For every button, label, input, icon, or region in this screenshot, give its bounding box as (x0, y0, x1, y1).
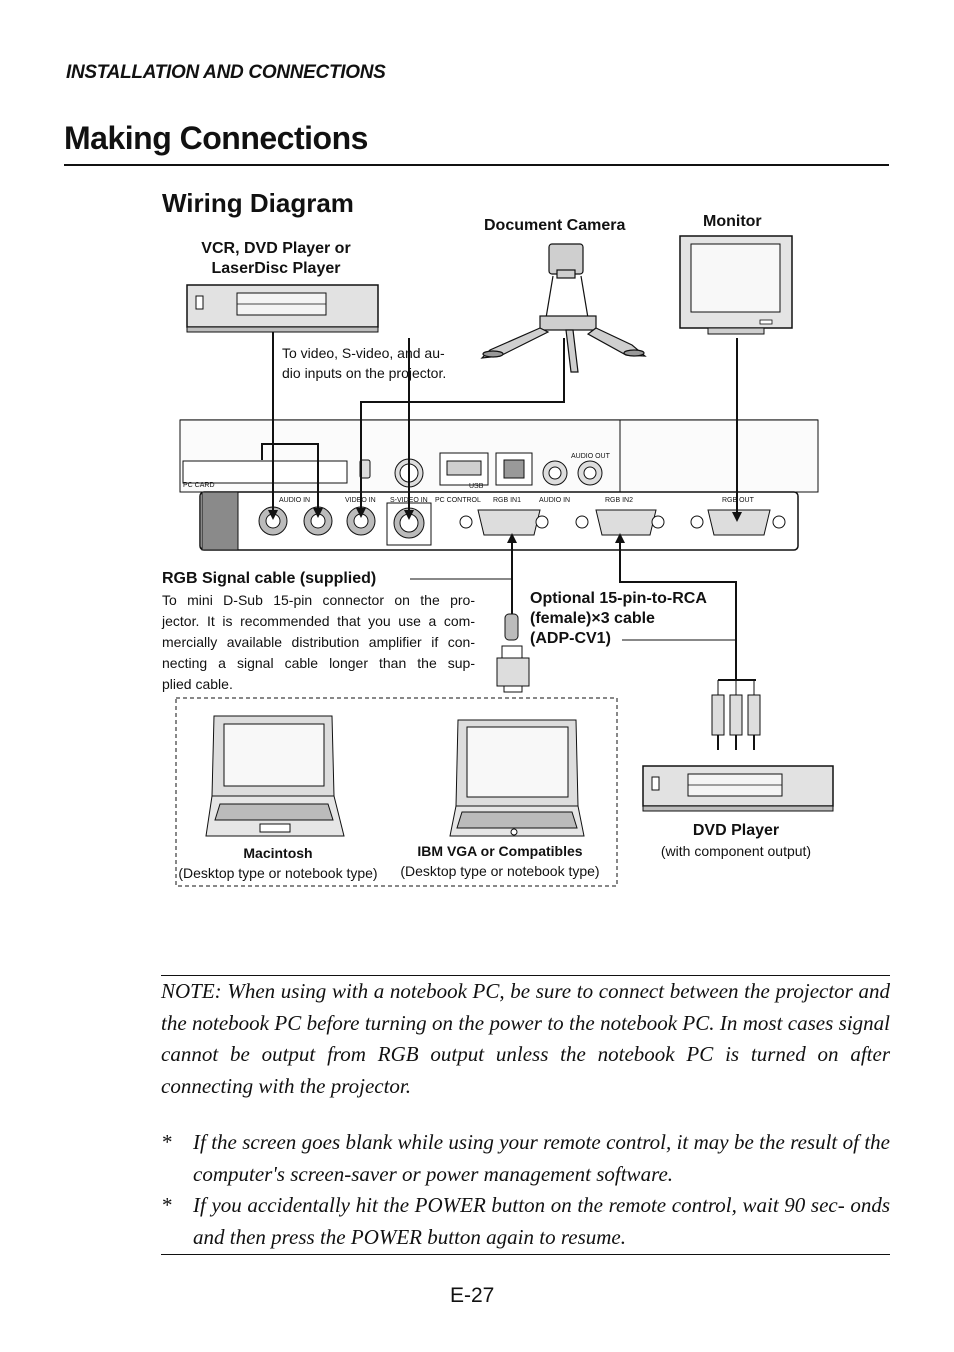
macintosh-notebook-icon (205, 715, 345, 837)
section-label: INSTALLATION AND CONNECTIONS (66, 62, 386, 83)
rgb-cable-text-line4: necting a signal cable longer than the s… (162, 655, 475, 671)
rgb-cable-plug-icon (496, 613, 530, 693)
port-label-rgb-in2: RGB IN2 (605, 497, 633, 504)
note-bottom-rule (161, 1254, 890, 1255)
video-note-line1: To video, S-video, and au- (282, 345, 445, 361)
document-camera-label: Document Camera (484, 217, 626, 234)
vcr-label-line1: VCR, DVD Player or (201, 240, 351, 257)
macintosh-subtitle: (Desktop type or notebook type) (178, 865, 378, 881)
wiring-diagram: PC CARD AUDIO IN VIDEO IN S-VIDEO IN PC … (175, 235, 834, 887)
bullet-text: If you accidentally hit the POWER button… (193, 1193, 890, 1249)
port-label-pc-card: PC CARD (183, 482, 215, 489)
ibm-notebook-icon (449, 719, 585, 837)
port-label-usb: USB (469, 483, 484, 490)
dvd-player-label: DVD Player (with component output) (640, 820, 832, 861)
bullet-star: * (161, 1130, 172, 1154)
monitor-icon (679, 235, 793, 335)
macintosh-label: Macintosh (Desktop type or notebook type… (174, 843, 382, 883)
vcr-label-line2: LaserDisc Player (211, 260, 341, 277)
cables (261, 332, 738, 660)
optional-cable-line2: (female)×3 cable (530, 610, 655, 627)
port-label-audio-out: AUDIO OUT (571, 453, 611, 460)
note-text: NOTE: When using with a notebook PC, be … (161, 979, 890, 1098)
vcr-label: VCR, DVD Player or LaserDisc Player (182, 239, 370, 279)
cable-arrows (268, 508, 742, 543)
optional-cable-line1: Optional 15-pin-to-RCA (530, 590, 707, 607)
ibm-title: IBM VGA or Compatibles (417, 843, 583, 859)
port-label-audio-in-2: AUDIO IN (539, 497, 570, 504)
dvd-player-icon (642, 765, 834, 812)
ibm-label: IBM VGA or Compatibles (Desktop type or … (394, 841, 606, 881)
projector-panel (179, 419, 819, 551)
optional-cable-label: Optional 15-pin-to-RCA (female)×3 cable … (530, 589, 707, 649)
note-top-rule (161, 975, 890, 976)
bullet-star: * (161, 1193, 172, 1217)
rgb-cable-text-line2: jector. It is recommended that you use a… (162, 613, 475, 629)
video-note: To video, S-video, and au- dio inputs on… (282, 343, 482, 383)
dvd-player-subtitle: (with component output) (660, 843, 812, 859)
rgb-cable-title: RGB Signal cable (supplied) (162, 570, 377, 587)
leader-lines (410, 578, 736, 641)
optional-cable-line3: (ADP-CV1) (530, 630, 611, 647)
dvd-player-title: DVD Player (692, 822, 780, 839)
port-label-audio-in-1: AUDIO IN (279, 497, 310, 504)
video-note-line2: dio inputs on the projector. (282, 365, 447, 381)
macintosh-title: Macintosh (243, 845, 313, 861)
rca-plugs-icon (711, 660, 761, 750)
page-number: E-27 (450, 1284, 495, 1307)
port-label-rgb-out: RGB OUT (722, 497, 755, 504)
page-title: Making Connections (64, 120, 368, 156)
title-rule (64, 164, 889, 166)
rgb-cable-text-line1: To mini D-Sub 15-pin connector on the pr… (162, 592, 475, 608)
port-label-pc-control: PC CONTROL (435, 497, 481, 504)
diagram-subtitle: Wiring Diagram (162, 188, 354, 218)
rgb-cable-text-line3: mercially available distribution amplifi… (162, 634, 475, 650)
port-label-rgb-in1: RGB IN1 (493, 497, 521, 504)
rgb-cable-text: To mini D-Sub 15-pin connector on the pr… (162, 590, 475, 695)
document-camera-icon (480, 243, 647, 373)
vcr-device-icon (186, 284, 379, 333)
computer-group-box (175, 697, 618, 887)
rgb-cable-text-line5: plied cable. (162, 676, 233, 692)
bullet-text: If the screen goes blank while using you… (193, 1130, 890, 1186)
monitor-label: Monitor (703, 213, 762, 230)
ibm-subtitle: (Desktop type or notebook type) (400, 863, 600, 879)
